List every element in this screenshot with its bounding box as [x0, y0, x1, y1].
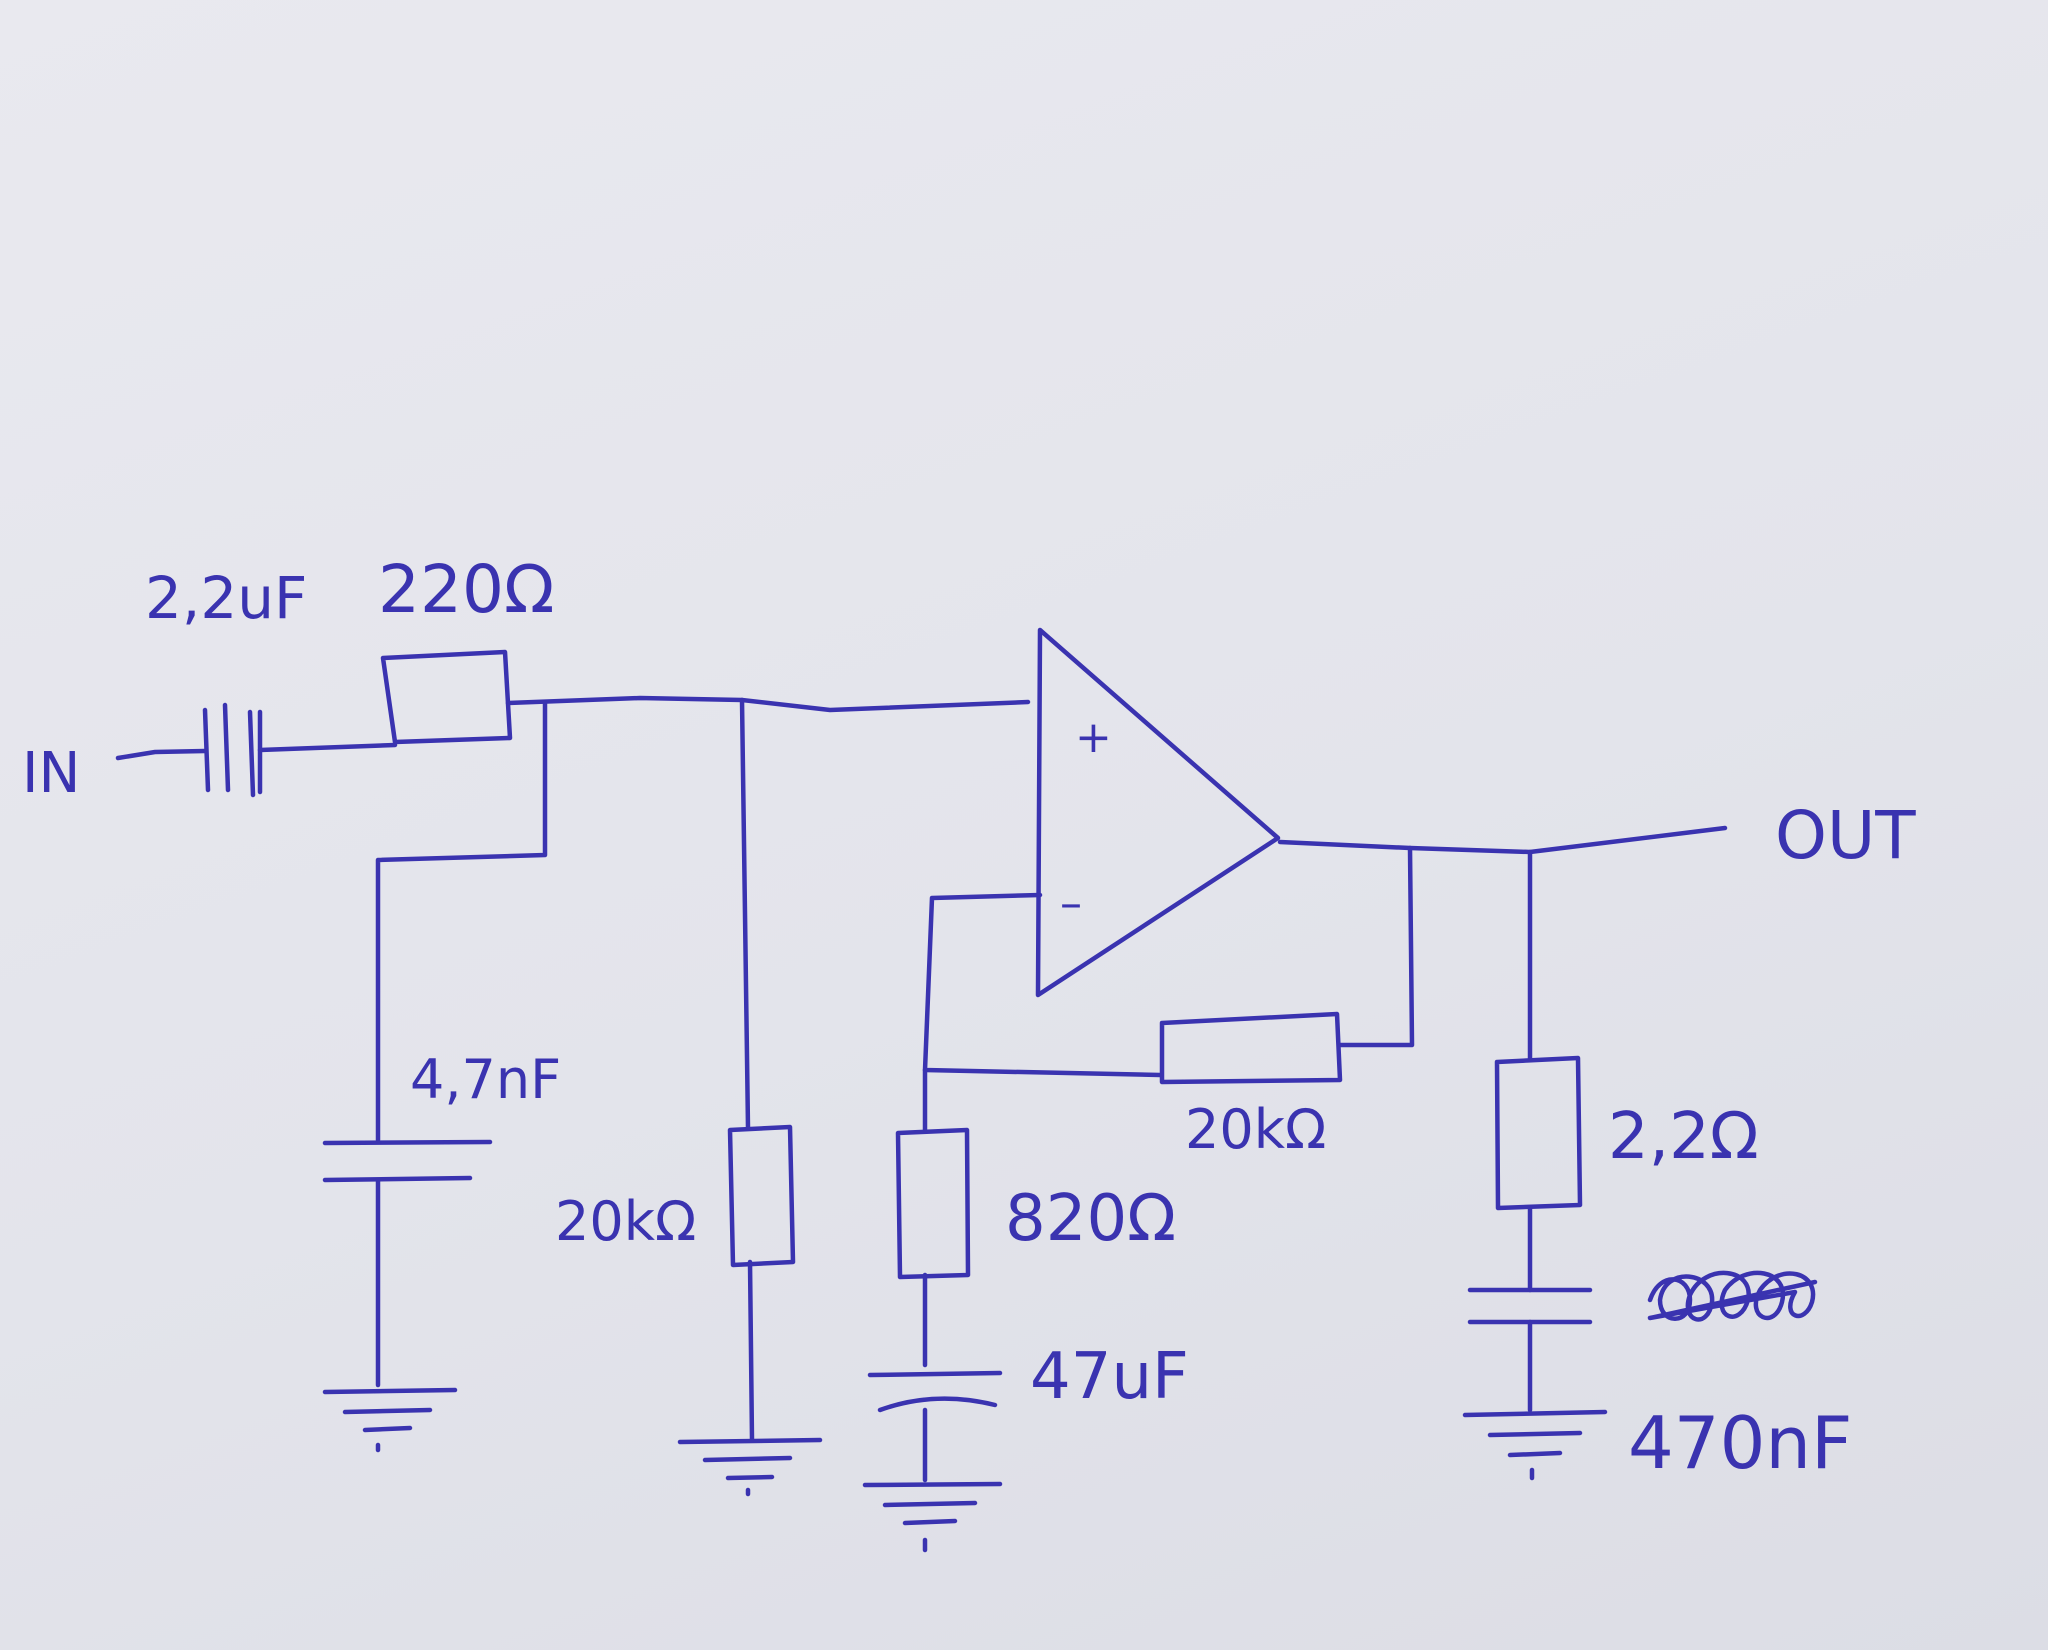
shunt-capacitor-symbol	[322, 1139, 493, 1183]
label-zobel-resistor: 2,2Ω	[1608, 1100, 1759, 1174]
label-gain-capacitor: 47uF	[1030, 1340, 1189, 1414]
zobel-resistor-symbol	[1494, 1055, 1583, 1211]
gain-resistor-symbol	[895, 1127, 971, 1280]
ground-symbol-bias	[677, 1437, 823, 1497]
label-zobel-capacitor: 470nF	[1628, 1401, 1852, 1485]
ground-symbol-shunt	[322, 1387, 458, 1453]
wire-to-shunt-cap	[375, 700, 548, 1143]
feedback-resistor-symbol	[1159, 1011, 1343, 1085]
label-output: OUT	[1775, 797, 1916, 874]
label-opamp-minus: –	[1060, 878, 1082, 929]
input-capacitor-symbol	[202, 702, 263, 798]
wire-input	[115, 742, 398, 761]
bias-resistor-symbol	[727, 1124, 796, 1268]
label-input-resistor: 220Ω	[378, 551, 554, 628]
scribbled-out-value	[1647, 1270, 1818, 1322]
gain-capacitor-symbol	[867, 1370, 1003, 1413]
label-input: IN	[22, 741, 80, 806]
wire-bias-resistor	[739, 697, 755, 1443]
label-opamp-plus: +	[1075, 712, 1112, 763]
zobel-capacitor-symbol	[1467, 1287, 1593, 1325]
label-shunt-capacitor: 4,7nF	[410, 1048, 561, 1111]
ground-symbol-gain	[862, 1481, 1003, 1553]
label-feedback-resistor: 20kΩ	[1185, 1098, 1326, 1161]
label-gain-resistor: 820Ω	[1005, 1182, 1176, 1256]
label-bias-resistor: 20kΩ	[555, 1190, 696, 1253]
schematic-ink: IN OUT 2,2uF 220Ω 4,7nF 20kΩ 20kΩ 820Ω 4…	[22, 551, 1916, 1553]
label-input-capacitor: 2,2uF	[145, 564, 307, 632]
wire-feedback	[922, 845, 1415, 1078]
ground-symbol-zobel	[1462, 1409, 1608, 1481]
wire-mid-node	[505, 695, 1031, 713]
opamp-symbol	[1035, 627, 1281, 998]
input-resistor-symbol	[380, 649, 513, 745]
wire-opamp-output	[1277, 825, 1728, 855]
